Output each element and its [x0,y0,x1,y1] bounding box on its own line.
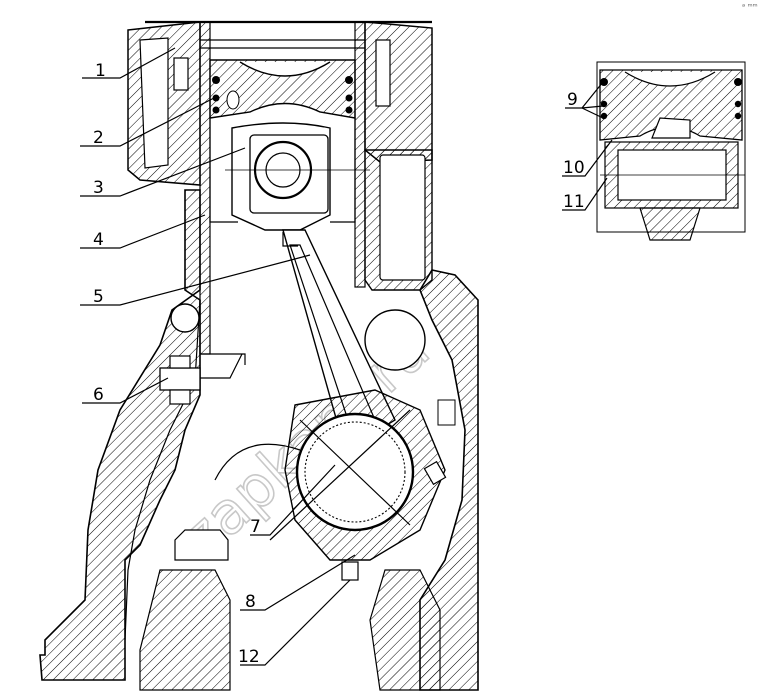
block-right-slot [437,399,456,426]
head-bolt-left [173,57,189,91]
detail-ring-6 [734,112,742,120]
rod-oil-mark [282,232,298,247]
oil-nozzle [159,353,243,405]
callout-7: 7 [250,517,261,537]
ring-1-right [345,76,353,84]
oil-gallery-left [170,303,200,333]
callout-10: 10 [563,158,585,178]
piston [209,59,370,231]
crank-bottom-hatch [139,569,231,691]
detail-ring-5 [734,100,742,108]
leader-2 [80,97,215,147]
piston-bowl [239,61,331,77]
leader-4 [80,214,206,249]
corner-mark: ᵃ ᵐᵐ [742,2,758,11]
leader-11 [562,177,608,211]
leader-10 [562,139,613,177]
rod-bolt-bottom [341,561,359,581]
detail-ring-4 [734,78,742,86]
nozzle-nut [169,355,191,369]
jacket-plug [379,154,426,281]
detail-rod-shank [639,207,701,241]
camshaft-bore [364,309,426,371]
callout-labels: 1 2 3 4 5 6 7 8 12 9 10 11 [93,61,585,667]
connecting-rod [269,229,447,581]
piston-valve-pocket [226,90,240,110]
piston-crown [209,59,356,119]
callout-5: 5 [93,287,104,307]
detail-bowl [624,71,716,87]
callout-6: 6 [93,385,104,405]
callout-9: 9 [567,90,578,110]
detail-ring-3 [600,112,608,120]
leader-8 [240,554,356,611]
callout-1: 1 [95,61,106,81]
detail-view [596,61,746,241]
ring-3-left [212,106,220,114]
head-bolt-right [375,39,391,107]
liner-wall-right [354,21,366,288]
big-end-cross [269,409,411,541]
callout-8: 8 [245,592,256,612]
nozzle-bolt [169,389,191,405]
ring-3-right [345,106,353,114]
callout-3: 3 [93,178,104,198]
ring-1-left [212,76,220,84]
liner-bottom [200,353,246,365]
rod-bolt-right [423,460,447,486]
ring-2-left [212,94,220,102]
crank-arc [214,443,301,481]
detail-rod-small-end [651,117,691,139]
callout-4: 4 [93,230,104,250]
piston-skirt [209,118,356,223]
leader-5 [80,254,311,306]
head-left-inner [139,37,169,169]
callout-2: 2 [93,128,104,148]
crank-bottom-right-hatch [369,569,441,691]
leader-9 [565,81,604,119]
nozzle-pipe [200,353,243,379]
callout-12: 12 [238,647,260,667]
leaders [80,47,613,666]
big-end-split [299,419,411,526]
crank-web [174,529,229,561]
callout-11: 11 [563,192,585,212]
head-right-hatch [364,21,433,163]
leader-7 [250,464,336,536]
ring-2-right [345,94,353,102]
leader-1 [82,47,176,79]
leader-6 [82,377,169,404]
liner-wall-left [199,21,211,355]
leader-12 [240,579,351,666]
block-left-wall [39,189,201,681]
leader-3 [80,147,246,197]
engine-block [39,20,479,691]
